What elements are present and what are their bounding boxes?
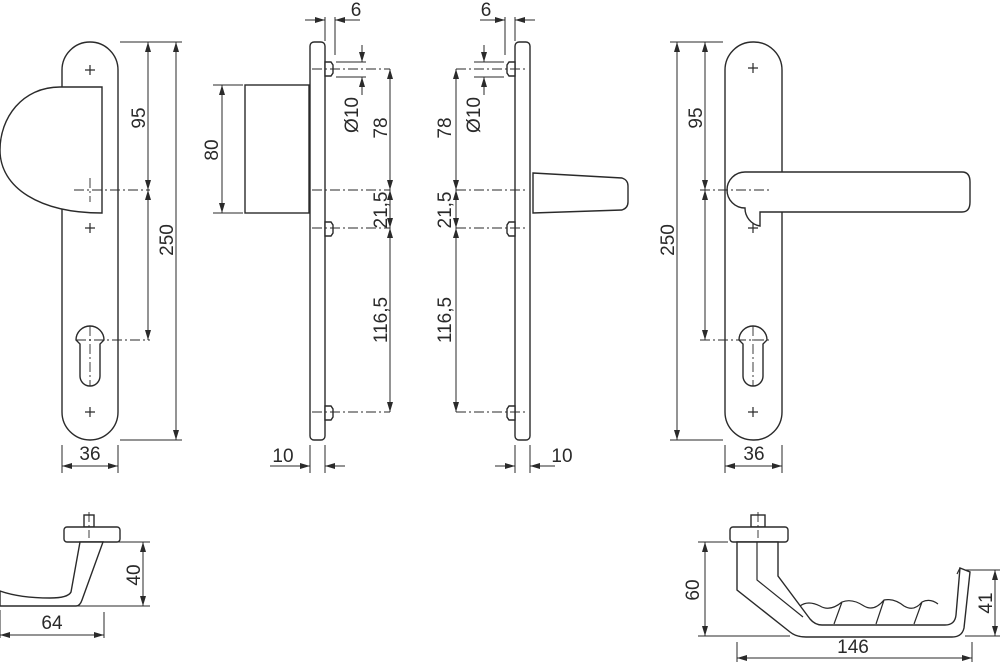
dim-95: 95 (129, 107, 150, 128)
front-view-lever: 95 250 36 (658, 41, 971, 473)
dim-10: 10 (551, 446, 572, 467)
lever-stub (532, 172, 629, 214)
lever-handle (726, 171, 971, 227)
dim-36: 36 (79, 444, 100, 465)
lever-profile-view: 60 41 146 (683, 512, 1000, 662)
dim-21-5: 21,5 (435, 192, 456, 229)
dim-6: 6 (351, 0, 362, 21)
dim-40: 40 (124, 564, 145, 585)
dim-78: 78 (435, 117, 456, 138)
dim-250: 250 (658, 224, 679, 256)
dim-6: 6 (481, 0, 492, 21)
dim-80: 80 (202, 139, 223, 160)
screw-bosses (324, 61, 334, 421)
dim-60: 60 (683, 579, 704, 600)
plate-side (309, 41, 326, 441)
dim-116-5: 116,5 (371, 297, 392, 343)
dim-116-5: 116,5 (435, 297, 456, 343)
knob-profile-view: 40 64 (0, 512, 150, 638)
dim-64: 64 (41, 613, 63, 634)
dim-diameter-10: Ø10 (342, 97, 363, 133)
screw-bosses (506, 61, 516, 421)
knob-rose-side (244, 84, 310, 214)
half-knob (0, 86, 103, 214)
side-view-knob: 6 Ø10 80 78 21,5 116,5 10 (202, 0, 393, 473)
side-view-lever: 6 Ø10 78 21,5 116,5 10 (435, 0, 629, 473)
cylinder-hole (75, 325, 105, 387)
lever-body (736, 541, 971, 638)
dim-36: 36 (743, 444, 764, 465)
dim-10: 10 (272, 446, 293, 467)
screw-marks (748, 63, 758, 417)
rose (63, 526, 121, 543)
cylinder-hole (738, 325, 768, 387)
dim-78: 78 (371, 117, 392, 138)
rose (729, 526, 789, 543)
dim-21-5: 21,5 (371, 192, 392, 229)
front-view-knob: 95 250 36 (0, 41, 182, 473)
dim-146: 146 (837, 637, 869, 658)
dim-95: 95 (686, 107, 707, 128)
dim-41: 41 (976, 592, 997, 613)
plate-side (514, 41, 531, 441)
dim-250: 250 (157, 224, 178, 256)
screw-marks (85, 65, 95, 417)
dim-diameter-10: Ø10 (464, 97, 485, 133)
knob-body (0, 541, 104, 607)
